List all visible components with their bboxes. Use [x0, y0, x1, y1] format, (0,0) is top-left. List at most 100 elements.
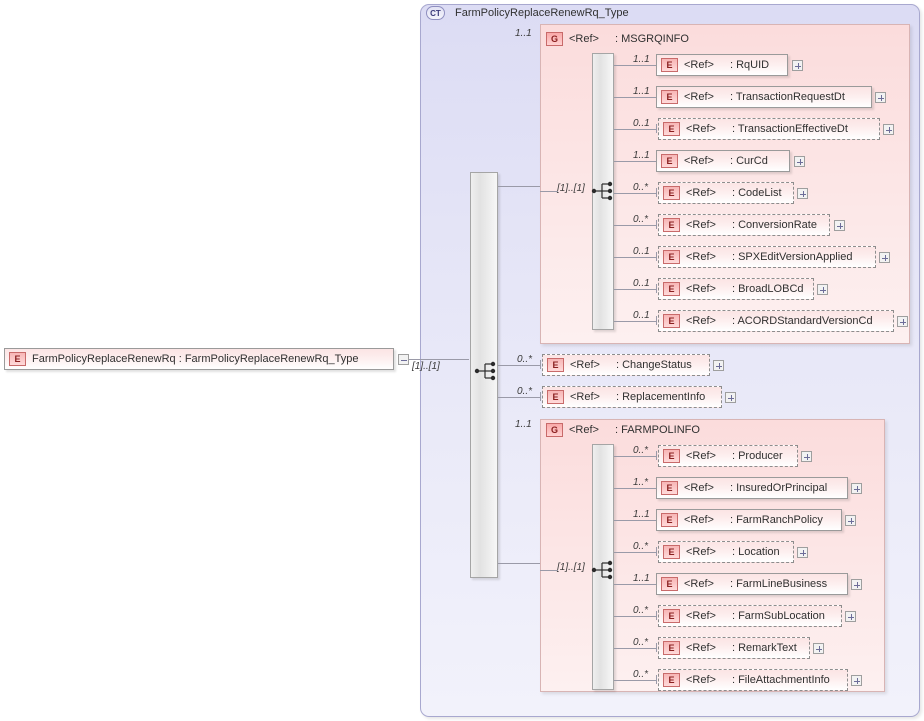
connector-row [614, 616, 656, 617]
element-replacementinfo[interactable]: E <Ref> : ReplacementInfo [542, 386, 722, 408]
element-spxeditversionapplied[interactable]: E <Ref> : SPXEditVersionApplied [658, 246, 876, 268]
row-cardinality: 0..1 [633, 246, 650, 257]
expand-icon[interactable] [801, 451, 812, 462]
farmpolinfo-sequence-bar[interactable] [592, 444, 614, 690]
connector-row [614, 321, 656, 322]
optional-stub [656, 316, 657, 325]
element-badge: E [663, 218, 680, 232]
element-name: : Producer [731, 450, 783, 462]
element-insuredorprincipal[interactable]: E <Ref> : InsuredOrPrincipal [656, 477, 848, 499]
root-collapse-toggle[interactable] [398, 354, 409, 365]
expand-icon[interactable] [713, 360, 724, 371]
element-location[interactable]: E <Ref> : Location [658, 541, 794, 563]
expand-icon[interactable] [813, 643, 824, 654]
sequence-icon [591, 560, 613, 580]
element-codelist[interactable]: E <Ref> : CodeList [658, 182, 794, 204]
element-curcd[interactable]: E <Ref> : CurCd [656, 150, 790, 172]
element-name: : ChangeStatus [615, 359, 692, 371]
element-name: : ACORDStandardVersionCd [731, 315, 873, 327]
element-ref: <Ref> [686, 251, 716, 263]
connector-row [614, 648, 656, 649]
expand-icon[interactable] [845, 611, 856, 622]
element-fileattachmentinfo[interactable]: E <Ref> : FileAttachmentInfo [658, 669, 848, 691]
element-ref: <Ref> [686, 123, 716, 135]
element-name: : ReplacementInfo [615, 391, 706, 403]
element-badge: E [661, 481, 678, 495]
element-ref: <Ref> [686, 315, 716, 327]
row-cardinality: 0..1 [633, 310, 650, 321]
expand-icon[interactable] [794, 156, 805, 167]
element-changestatus[interactable]: E <Ref> : ChangeStatus [542, 354, 710, 376]
group-msgrqinfo-header[interactable]: G <Ref> : MSGRQINFO [546, 31, 689, 47]
row-cardinality: 0..* [633, 214, 649, 225]
element-transactionrequestdt[interactable]: E <Ref> : TransactionRequestDt [656, 86, 872, 108]
element-ref: <Ref> [686, 674, 716, 686]
complextype-title: FarmPolicyReplaceRenewRq_Type [455, 7, 629, 19]
expand-icon[interactable] [845, 515, 856, 526]
connector-row [614, 97, 656, 98]
element-name: : TransactionEffectiveDt [731, 123, 848, 135]
element-remarktext[interactable]: E <Ref> : RemarkText [658, 637, 810, 659]
element-badge: E [547, 358, 564, 372]
expand-icon[interactable] [797, 547, 808, 558]
expand-icon[interactable] [897, 316, 908, 327]
expand-icon[interactable] [879, 252, 890, 263]
connector-outer-1 [498, 186, 540, 187]
element-rquid[interactable]: E <Ref> : RqUID [656, 54, 788, 76]
element-name: : RemarkText [731, 642, 797, 654]
connector-into-farmpolinfo [540, 570, 558, 571]
optional-stub [656, 188, 657, 197]
element-name: : FarmRanchPolicy [729, 514, 823, 526]
expand-icon[interactable] [797, 188, 808, 199]
connector-row [614, 456, 656, 457]
root-element-box[interactable]: E FarmPolicyReplaceRenewRq : FarmPolicyR… [4, 348, 394, 370]
element-ref: <Ref> [686, 283, 716, 295]
element-badge: E [663, 122, 680, 136]
element-farmranchpolicy[interactable]: E <Ref> : FarmRanchPolicy [656, 509, 842, 531]
element-ref: <Ref> [684, 578, 714, 590]
element-badge: E [661, 513, 678, 527]
group-farmpolinfo-header[interactable]: G <Ref> : FARMPOLINFO [546, 422, 700, 438]
expand-icon[interactable] [875, 92, 886, 103]
expand-icon[interactable] [817, 284, 828, 295]
element-name: : BroadLOBCd [731, 283, 804, 295]
element-transactioneffectivedt[interactable]: E <Ref> : TransactionEffectiveDt [658, 118, 880, 140]
sequence-icon [474, 361, 496, 381]
expand-icon[interactable] [851, 579, 862, 590]
element-badge: E [661, 58, 678, 72]
optional-stub [540, 360, 541, 369]
expand-icon[interactable] [725, 392, 736, 403]
element-conversionrate[interactable]: E <Ref> : ConversionRate [658, 214, 830, 236]
farmpolinfo-inner-cardinality: [1]..[1] [557, 562, 585, 573]
row-cardinality: 0..* [633, 637, 649, 648]
expand-icon[interactable] [851, 675, 862, 686]
element-farmlinebusiness[interactable]: E <Ref> : FarmLineBusiness [656, 573, 848, 595]
replacementinfo-cardinality: 0..* [517, 386, 533, 397]
connector-root-to-sequence [409, 359, 469, 360]
connector-row [614, 225, 656, 226]
group-name: : FARMPOLINFO [614, 424, 700, 436]
element-ref: <Ref> [686, 610, 716, 622]
element-badge: E [547, 390, 564, 404]
element-producer[interactable]: E <Ref> : Producer [658, 445, 798, 467]
element-ref: <Ref> [686, 642, 716, 654]
element-ref: <Ref> [570, 391, 600, 403]
optional-stub [656, 643, 657, 652]
element-broadlobcd[interactable]: E <Ref> : BroadLOBCd [658, 278, 814, 300]
expand-icon[interactable] [883, 124, 894, 135]
element-name: : RqUID [729, 59, 770, 71]
element-badge: E [663, 673, 680, 687]
element-badge: E [663, 186, 680, 200]
row-cardinality: 0..* [633, 541, 649, 552]
element-acordstandardversioncd[interactable]: E <Ref> : ACORDStandardVersionCd [658, 310, 894, 332]
expand-icon[interactable] [851, 483, 862, 494]
outer-sequence-bar[interactable] [470, 172, 498, 578]
element-farmsublocation[interactable]: E <Ref> : FarmSubLocation [658, 605, 842, 627]
group-badge: G [546, 32, 563, 46]
expand-icon[interactable] [834, 220, 845, 231]
expand-icon[interactable] [792, 60, 803, 71]
changestatus-cardinality: 0..* [517, 354, 533, 365]
element-badge: E [661, 154, 678, 168]
optional-stub [656, 284, 657, 293]
group-name: : MSGRQINFO [614, 33, 689, 45]
